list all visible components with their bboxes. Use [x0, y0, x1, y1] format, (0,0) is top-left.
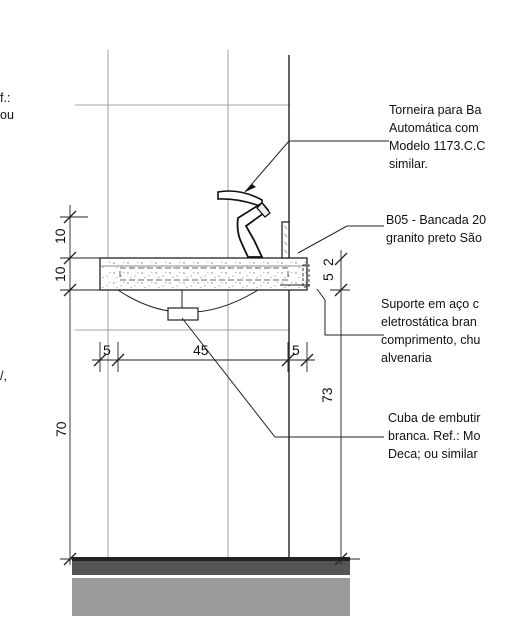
faucet-note-line-3: Modelo 1173.C.C	[389, 139, 486, 153]
left-fragment-3: /,	[0, 369, 7, 383]
dim-edge-5: 5	[320, 273, 336, 281]
right-dimension-chain	[330, 250, 350, 566]
dim-top-10: 10	[52, 228, 68, 244]
dim-edge-2: 2	[320, 258, 336, 266]
faucet-note-line-4: similar.	[389, 157, 428, 171]
countertop-note-line-2: granito preto São	[386, 231, 482, 245]
leader-lines	[181, 140, 389, 438]
dim-left-5: 5	[103, 342, 111, 358]
left-dimension-chain	[60, 205, 100, 566]
faucet-note-line-2: Automática com	[389, 121, 479, 135]
horizontal-dimension-chain	[92, 342, 315, 372]
bracket-note-line-4: alvenaria	[381, 351, 432, 365]
dim-right-5: 5	[292, 342, 300, 358]
wall-grid	[75, 50, 290, 558]
dim-height-70: 70	[53, 421, 69, 437]
countertop-note-line-1: B05 - Bancada 20	[386, 213, 487, 227]
floor	[60, 557, 360, 616]
faucet	[217, 190, 290, 259]
faucet-note-line-1: Torneira para Ba	[389, 103, 482, 117]
dim-slab-10: 10	[52, 266, 68, 282]
basin-note-line-3: Deca; ou similar	[388, 447, 478, 461]
bracket-note-line-3: comprimento, chu	[381, 333, 481, 347]
left-fragment-2: ou	[0, 108, 14, 122]
bracket-note-line-2: eletrostática bran	[381, 315, 477, 329]
basin-note-line-2: branca. Ref.: Mo	[388, 429, 481, 443]
dim-height-73: 73	[319, 387, 335, 403]
basin	[117, 289, 259, 321]
bracket	[280, 264, 310, 288]
basin-note-line-1: Cuba de embutir	[388, 411, 481, 425]
left-fragment-1: f.:	[0, 91, 11, 105]
dim-width-45: 45	[193, 342, 209, 358]
countertop	[99, 257, 308, 291]
bracket-note-line-1: Suporte em aço c	[381, 297, 479, 311]
